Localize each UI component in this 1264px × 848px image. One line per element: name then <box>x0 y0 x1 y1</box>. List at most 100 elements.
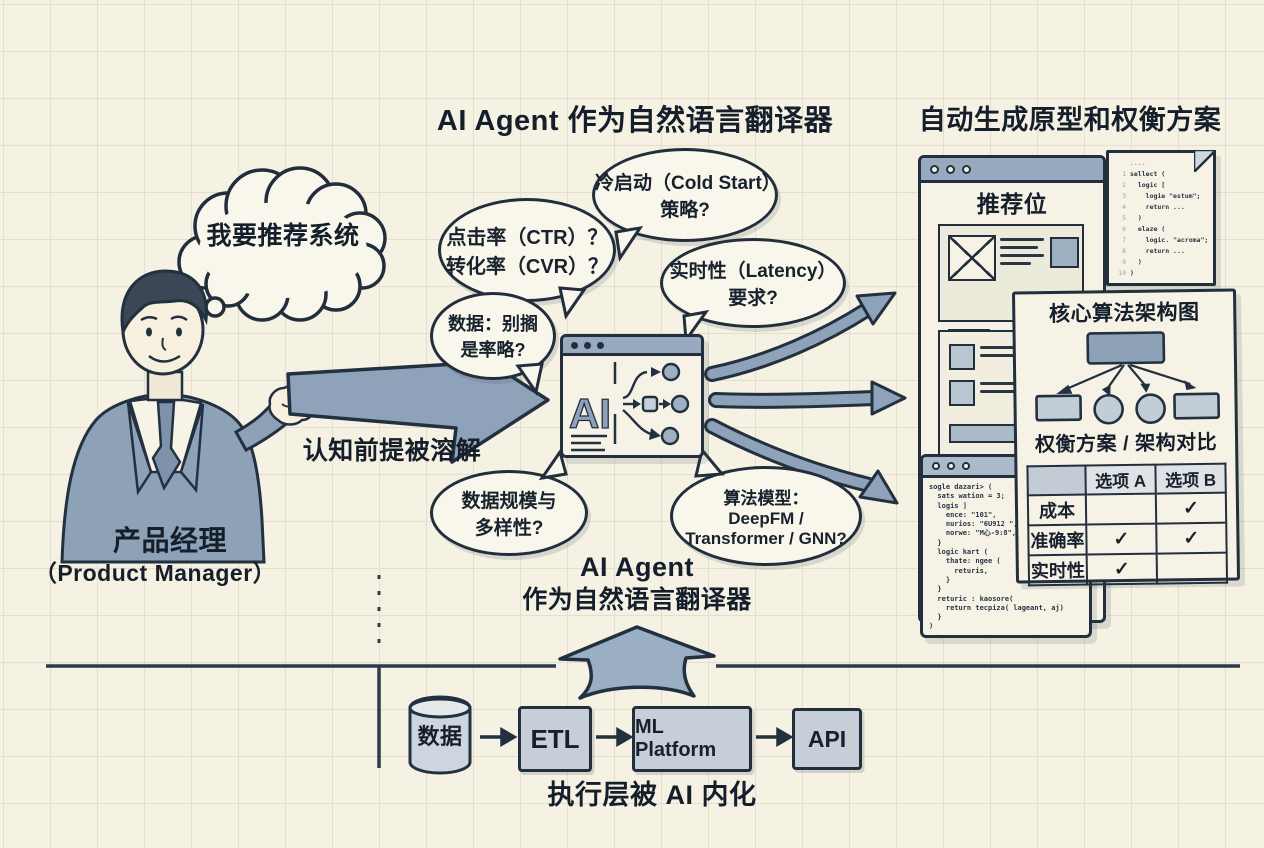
pipeline-ml-box: ML Platform <box>632 706 752 772</box>
window-dot-icon <box>962 164 971 174</box>
bubble-cold-start: 冷启动（Cold Start） 策略? <box>592 148 781 242</box>
code-window-body: sogle dazari> ( sats wation = 3; logis ]… <box>923 478 1089 637</box>
table-row-label: 成本 <box>1027 494 1087 526</box>
code-line: } <box>929 538 942 547</box>
window-dot-icon <box>946 164 955 174</box>
bubble-latency: 实时性（Latency） 要求? <box>660 238 846 328</box>
bubble-scale-diversity: 数据规模与 多样性? <box>430 470 588 556</box>
bubble-line: 数据：别搁 <box>448 314 538 334</box>
bubble-line: 要求? <box>728 288 778 309</box>
window-dot-icon <box>947 462 955 470</box>
table-cell-check: ✓ <box>1086 553 1158 585</box>
code-line: sogle dazari> ( <box>929 483 993 491</box>
bubble-line: DeepFM / <box>728 508 804 528</box>
pipeline-api-box: API <box>792 708 862 770</box>
bubble-line: 实时性（Latency） <box>669 261 837 282</box>
code-line: logie "estum"; <box>1130 192 1201 200</box>
bubble-line: 冷启动（Cold Start） <box>595 173 781 194</box>
thought-text: 我要推荐系统 <box>206 222 360 250</box>
bubble-line: 是率略? <box>460 340 526 360</box>
code-line: norwe: "M心-9:8", <box>929 529 1017 538</box>
code-line: } <box>929 585 942 594</box>
prototype-title: 推荐位 <box>976 191 1048 217</box>
code-line: return tecpiza( lageant, aj) <box>929 603 1064 612</box>
table-cell-check: ✓ <box>1086 523 1157 555</box>
code-line: } <box>929 613 942 622</box>
code-line: ence: "101", <box>929 510 997 519</box>
bubble-line: 多样性? <box>474 518 544 539</box>
bubble-tail <box>682 309 710 345</box>
wireframe-text-lines <box>980 382 1042 398</box>
code-line: return ... <box>1130 247 1185 255</box>
code-line: ) <box>1130 258 1142 266</box>
wireframe-thumb <box>949 380 975 406</box>
bubble-line: 数据规模与 <box>461 491 557 512</box>
table-header-option-b: 选项 B <box>1155 463 1226 494</box>
ai-label: AI <box>569 390 611 437</box>
code-line: logis ] <box>929 501 967 510</box>
table-corner-cell <box>1027 465 1086 496</box>
code-paper-header: .... <box>1130 159 1146 167</box>
table-cell-check: ✓ <box>1156 522 1227 554</box>
wireframe-thumb <box>949 344 975 370</box>
window-dot-icon <box>584 341 591 349</box>
window-dot-icon <box>932 462 940 470</box>
code-line: returis, <box>929 566 989 575</box>
wireframe-image-placeholder <box>948 235 996 281</box>
label-execution-internalized: 执行层被 AI 内化 <box>547 780 757 810</box>
role-label-en: （Product Manager） <box>33 560 277 586</box>
code-line: thate: ngee ( <box>929 557 1001 566</box>
table-cell-check <box>1085 493 1157 525</box>
bubble-ctr-cvr: 点击率（CTR）？ 转化率（CVR）？ <box>438 198 616 302</box>
pipeline-ml-label: ML Platform <box>635 716 717 761</box>
code-line: } <box>929 575 951 584</box>
label-cognitive-dissolved: 认知前提被溶解 <box>302 437 482 465</box>
bubble-model: 算法模型： DeepFM / Transformer / GNN? <box>670 466 862 566</box>
arch-title: 核心算法架构图 <box>1048 300 1200 327</box>
table-cell-check: ✓ <box>1155 492 1227 524</box>
window-dot-icon <box>571 341 578 349</box>
architecture-mini-diagram <box>1035 330 1221 425</box>
role-label-cn: 产品经理 <box>112 525 227 556</box>
architecture-panel: 核心算法架构图 权衡方案 / 架构对比 选项 A 选项 B 成本 ✓ <box>1011 288 1241 586</box>
wireframe-text-lines <box>980 346 1042 362</box>
bubble-line: 点击率（CTR）？ <box>446 227 608 249</box>
code-line: returic : kaosore( <box>929 594 1014 603</box>
tradeoff-subtitle: 权衡方案 / 架构对比 <box>1034 431 1218 457</box>
code-line: sellect ( <box>1130 170 1166 178</box>
window-dot-icon <box>930 164 939 174</box>
code-line: sats wation = 3; <box>929 492 1005 501</box>
ai-window-titlebar <box>563 337 701 356</box>
label-ai-agent-sub: 作为自然语言翻译器 <box>522 586 752 614</box>
pipeline-data-label: 数据 <box>417 724 463 749</box>
code-line: elaze ( <box>1130 225 1166 233</box>
ai-flow-graphic: AI <box>568 362 690 452</box>
code-line: ) <box>1130 214 1142 222</box>
ai-agent-window: AI <box>560 334 704 458</box>
bubble-tail <box>558 286 587 320</box>
title-translator: AI Agent 作为自然语言翻译器 <box>436 105 834 137</box>
up-arrow <box>558 625 716 700</box>
bubble-line: Transformer / GNN? <box>685 528 847 548</box>
bubble-line: 策略? <box>660 200 710 221</box>
dog-ear-fold <box>1194 150 1216 172</box>
prototype-window-titlebar <box>921 158 1103 183</box>
code-line: logic [ <box>1130 181 1166 189</box>
wireframe-filled-box <box>1050 237 1079 268</box>
wireframe-text-lines <box>1000 238 1044 270</box>
window-dot-icon <box>962 462 970 470</box>
bubble-tail <box>694 446 726 478</box>
bubble-line: 转化率（CVR）？ <box>445 256 609 278</box>
bubble-tail <box>515 362 544 396</box>
comparison-table: 选项 A 选项 B 成本 ✓ 准确率 ✓ ✓ 实时性 ✓ <box>1026 463 1228 587</box>
table-row-label: 实时性 <box>1028 554 1088 586</box>
product-manager-illustration <box>60 269 316 564</box>
code-line: ) <box>1130 269 1134 277</box>
code-line: return ... <box>1130 203 1185 211</box>
table-cell-check <box>1156 552 1228 584</box>
pipeline-etl-label: ETL <box>530 723 580 754</box>
window-dot-icon <box>597 341 604 349</box>
code-line: logic kart ( <box>929 548 989 557</box>
bubble-tail <box>614 225 644 263</box>
